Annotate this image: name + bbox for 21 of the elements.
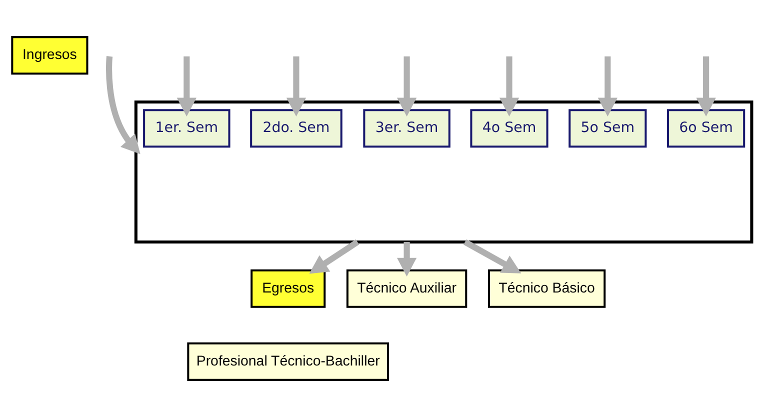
cluster [134,100,754,243]
arrow [499,56,520,116]
node-box: Egresos [250,268,326,308]
node-box: 3er. Sem [363,108,450,148]
node-box: Ingresos [11,36,88,74]
node-box: 6o Sem [667,108,746,148]
arrow [396,241,417,276]
node-box: 4o Sem [470,108,548,148]
arrow [176,56,196,116]
node-box: Profesional Técnico-Bachiller [187,342,390,380]
node-box: 5o Sem [568,108,647,148]
node-box: Técnico Básico [488,268,606,308]
arrow [106,56,140,154]
arrow [396,56,417,116]
node-box: 1er. Sem [143,108,230,148]
arrow [286,56,306,116]
node-box: Técnico Auxiliar [346,268,468,308]
node-box: 2do. Sem [250,108,342,148]
arrow [598,56,618,116]
arrow [463,238,522,273]
arrow [696,56,716,116]
